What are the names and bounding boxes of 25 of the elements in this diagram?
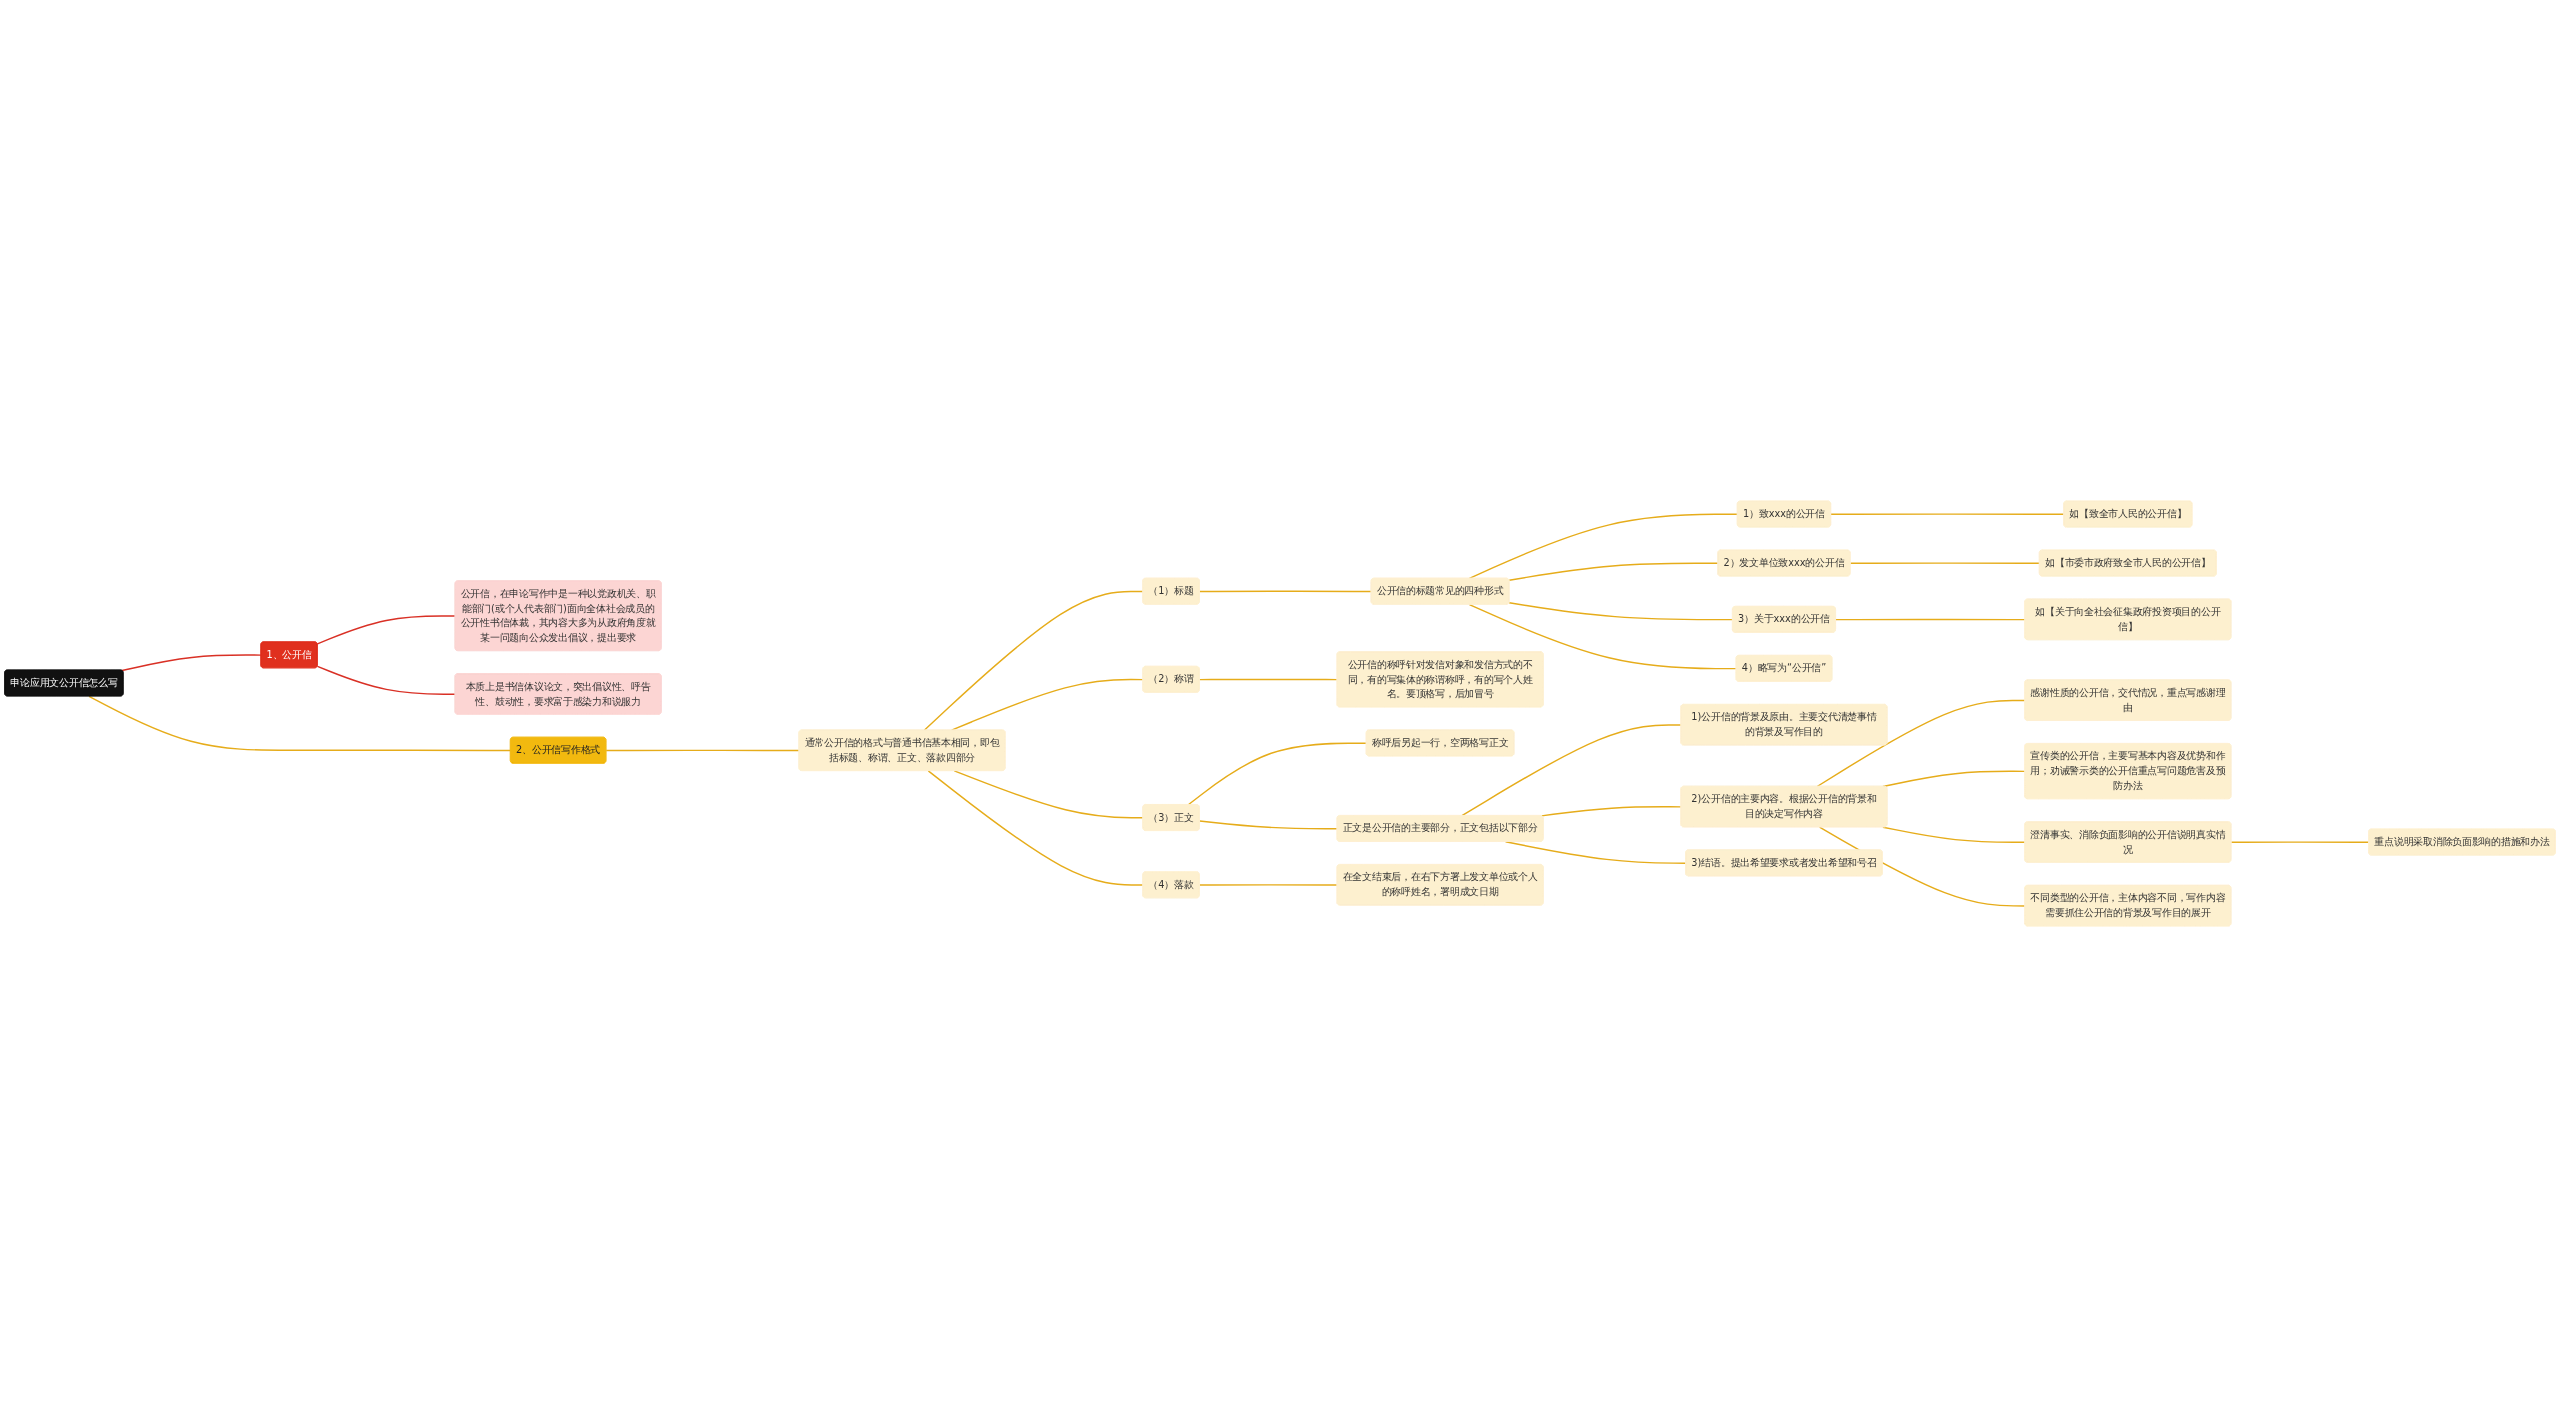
connector: [316, 615, 456, 645]
connector: [923, 590, 1144, 731]
connector: [927, 770, 1144, 886]
connector: [88, 695, 512, 752]
connector: [1540, 806, 1682, 817]
connector: [1187, 742, 1368, 806]
connector: [1882, 826, 2026, 844]
connector: [316, 665, 456, 695]
connector: [1835, 618, 2026, 621]
connector: [1849, 562, 2041, 565]
connector: [1198, 590, 1373, 593]
connector: [1468, 513, 1739, 580]
connector: [605, 749, 800, 752]
connector: [953, 770, 1144, 819]
connector: [1198, 884, 1338, 886]
connector: [1198, 820, 1338, 830]
connector: [1830, 513, 2065, 516]
connector: [1508, 602, 1734, 621]
connector: [1468, 603, 1737, 670]
connector: [1198, 678, 1338, 681]
connector: [1508, 562, 1719, 581]
connector: [121, 654, 262, 672]
connector: [1816, 699, 2026, 788]
connector: [2230, 841, 2370, 844]
connector: [1461, 724, 1682, 817]
